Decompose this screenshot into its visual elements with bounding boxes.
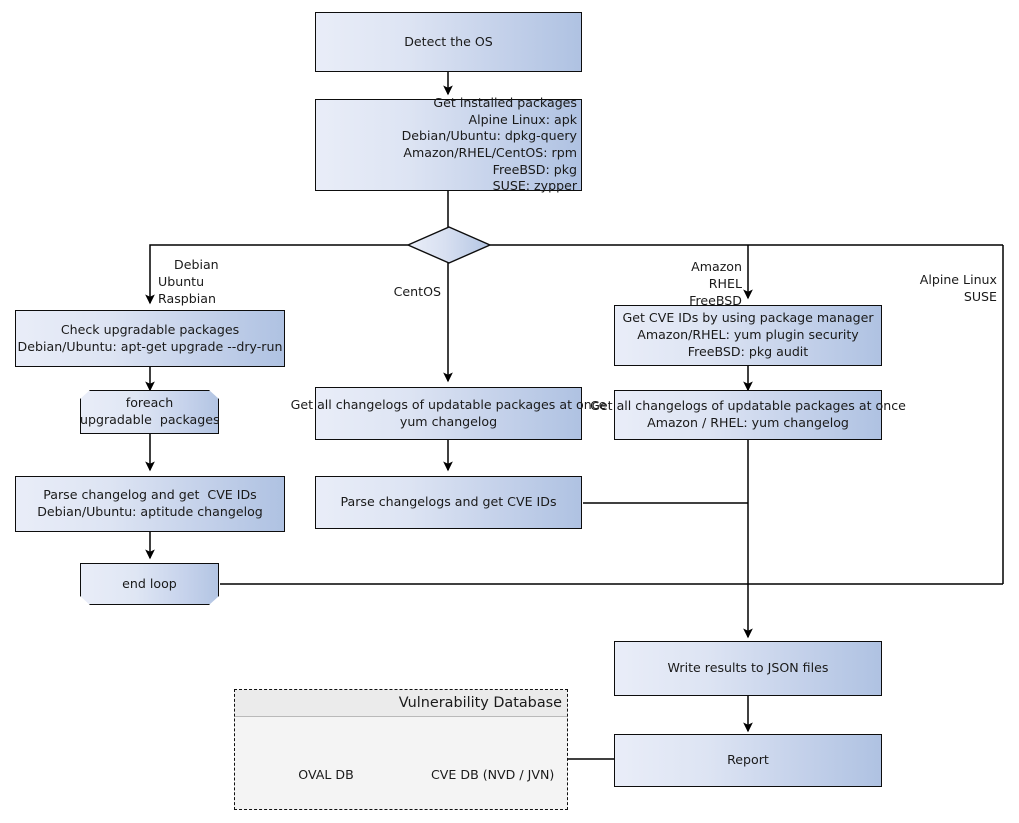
node-get-all-changelogs-centos-label: Get all changelogs of updatable packages…	[290, 396, 607, 429]
decision-diamond[interactable]	[406, 226, 492, 264]
node-foreach-upgradable-packages-label: foreach upgradable packages	[80, 395, 220, 427]
node-parse-changelogs-centos-label: Parse changelogs and get CVE IDs	[340, 494, 557, 510]
node-detect-the-os[interactable]: Detect the OS	[315, 12, 582, 72]
node-parse-changelog-debian[interactable]: Parse changelog and get CVE IDs Debian/U…	[15, 476, 285, 532]
node-report-label: Report	[727, 752, 769, 768]
node-get-cve-ids-package-manager-label: Get CVE IDs by using package manager Ama…	[622, 310, 874, 359]
branch-label-alpine: Alpine Linux SUSE	[860, 254, 997, 323]
node-report[interactable]: Report	[614, 734, 882, 787]
vulnerability-database-title-text: Vulnerability Database	[398, 695, 562, 711]
branch-label-centos: CentOS	[330, 266, 441, 317]
node-get-all-changelogs-centos[interactable]: Get all changelogs of updatable packages…	[291, 387, 606, 440]
node-end-loop[interactable]: end loop	[80, 563, 219, 605]
node-parse-changelogs-centos[interactable]: Parse changelogs and get CVE IDs	[315, 476, 582, 529]
node-foreach-upgradable-packages[interactable]: foreach upgradable packages	[80, 390, 220, 434]
oval-db-label: OVAL DB	[249, 752, 387, 797]
branch-label-alpine-text: Alpine Linux SUSE	[919, 272, 997, 305]
vulnerability-database-group: Vulnerability Database	[234, 689, 568, 810]
node-write-results-json-label: Write results to JSON files	[667, 660, 829, 676]
node-detect-the-os-label: Detect the OS	[404, 33, 493, 49]
node-check-upgradable-packages[interactable]: Check upgradable packages Debian/Ubuntu:…	[15, 310, 285, 367]
node-parse-changelog-debian-label: Parse changelog and get CVE IDs Debian/U…	[37, 487, 263, 519]
cve-db-label-text: CVE DB (NVD / JVN)	[431, 767, 555, 782]
branch-label-amazon-text: Amazon RHEL FreeBSD	[689, 259, 742, 309]
node-get-cve-ids-package-manager[interactable]: Get CVE IDs by using package manager Ama…	[614, 305, 882, 366]
node-get-all-changelogs-amazon[interactable]: Get all changelogs of updatable packages…	[590, 390, 906, 440]
node-check-upgradable-packages-label: Check upgradable packages Debian/Ubuntu:…	[17, 321, 283, 354]
node-get-all-changelogs-amazon-label: Get all changelogs of updatable packages…	[590, 398, 906, 430]
node-end-loop-label: end loop	[122, 575, 177, 591]
node-write-results-json[interactable]: Write results to JSON files	[614, 641, 882, 696]
node-get-installed-packages-label: Get installed packages Alpine Linux: apk…	[401, 94, 577, 194]
oval-db-label-text: OVAL DB	[298, 767, 354, 782]
branch-label-amazon: Amazon RHEL FreeBSD	[620, 241, 742, 327]
branch-label-debian-text: Debian Ubuntu Raspbian	[158, 257, 219, 307]
branch-label-centos-text: CentOS	[393, 284, 441, 300]
cve-db-label: CVE DB (NVD / JVN)	[415, 752, 555, 797]
loop-start-shape	[80, 390, 219, 434]
vulnerability-database-title: Vulnerability Database	[235, 690, 567, 717]
node-get-installed-packages[interactable]: Get installed packages Alpine Linux: apk…	[315, 95, 582, 193]
branch-label-debian: Debian Ubuntu Raspbian	[158, 239, 219, 325]
loop-end-shape	[80, 563, 219, 605]
